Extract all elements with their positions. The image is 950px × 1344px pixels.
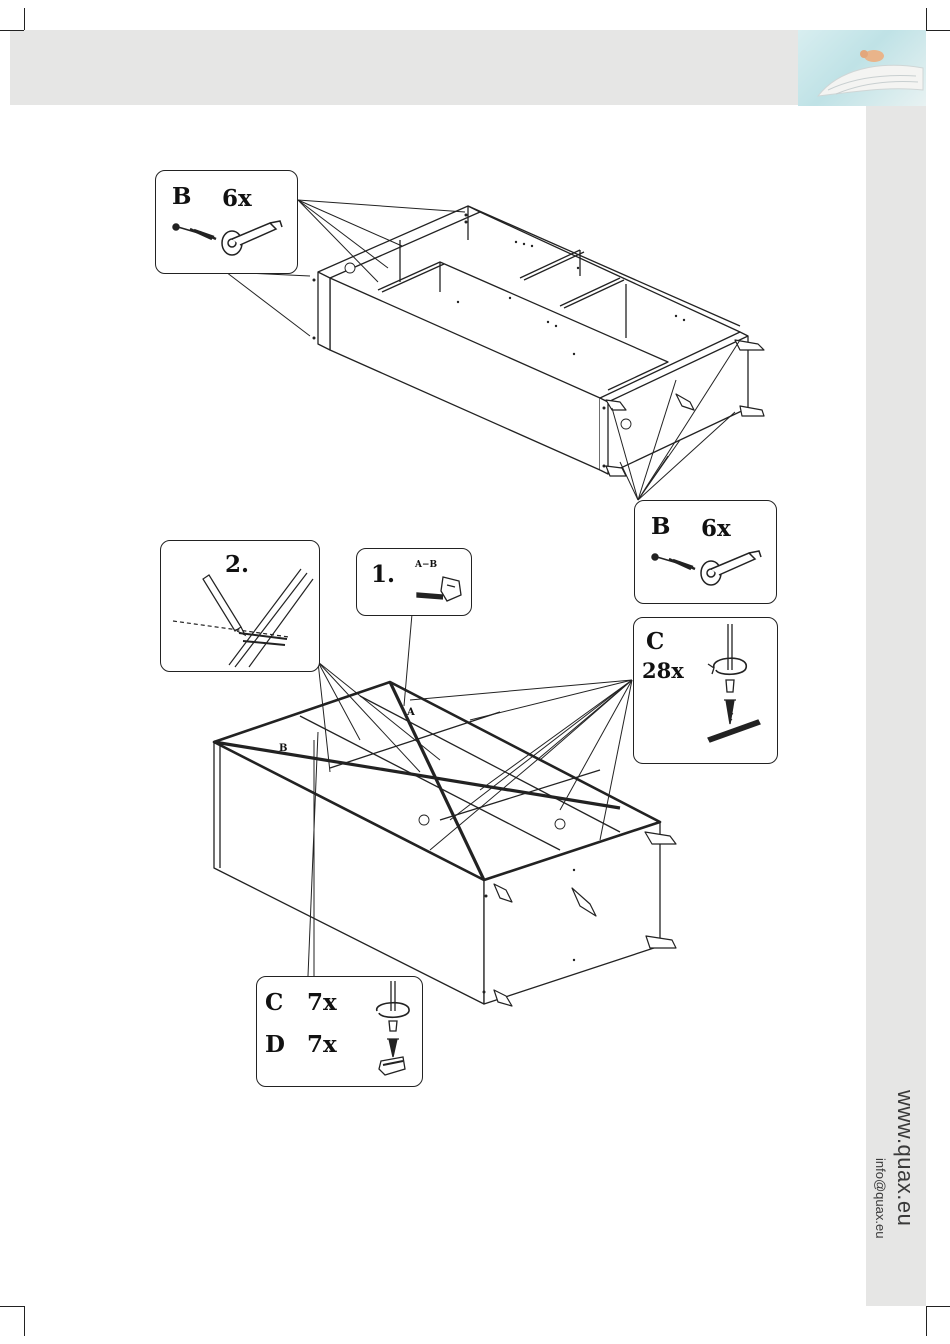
part-quantity-c: 7x: [307, 991, 337, 1014]
cam-bolt-icon: [170, 217, 288, 263]
tape-measure-icon: [413, 571, 467, 611]
screw-icon: [700, 624, 776, 754]
diagonal-label-b: B: [279, 743, 287, 754]
part-quantity: 6x: [701, 517, 731, 540]
callout-top-cam-bolts: B 6x: [155, 170, 298, 274]
part-letter-c: C: [265, 991, 283, 1014]
pencil-icon: [169, 561, 315, 669]
diagonal-label-a: A: [407, 707, 415, 718]
part-letter: B: [172, 185, 191, 208]
part-letter-d: D: [265, 1033, 285, 1056]
part-letter: C: [646, 630, 664, 653]
callout-screws-28x: C 28x: [633, 617, 778, 764]
part-letter: B: [651, 515, 670, 538]
step-number: 1.: [371, 563, 395, 586]
measure-label: A−B: [415, 561, 437, 570]
hex-key-icon: [649, 547, 767, 593]
bracket-icon: [365, 981, 421, 1083]
callout-screws-brackets: C 7x D 7x: [256, 976, 423, 1087]
callout-right-cam-bolts: B 6x: [634, 500, 777, 604]
part-quantity-d: 7x: [307, 1033, 337, 1056]
part-quantity: 28x: [642, 660, 684, 681]
callout-step-1-measure: 1. A−B: [356, 548, 472, 616]
part-quantity: 6x: [222, 187, 252, 210]
callout-step-2-mark: 2.: [160, 540, 320, 672]
